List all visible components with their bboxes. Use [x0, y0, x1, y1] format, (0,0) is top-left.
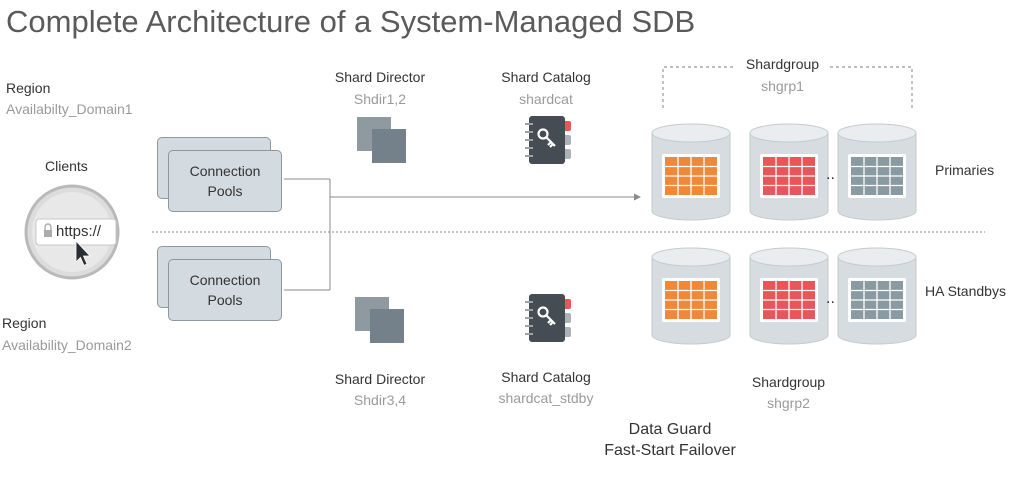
- shard-database-standby-red-icon: [749, 247, 829, 345]
- connection-pool-bottom: Connection Pools: [168, 259, 282, 321]
- primaries-label: Primaries: [935, 162, 995, 178]
- shardgroup-bracket: [662, 66, 913, 108]
- ha-standbys-label: HA Standbys: [925, 283, 1006, 299]
- shardgroup-label-bottom: Shardgroup: [751, 374, 826, 390]
- shard-director-icon-bottom: [355, 297, 404, 343]
- shard-director-name-bottom: Shdir3,4: [353, 392, 407, 408]
- dataguard-label: Data Guard: [628, 421, 712, 438]
- shard-catalog-icon-bottom: [525, 294, 571, 342]
- standbys-ellipsis: ..: [826, 290, 835, 307]
- shard-catalog-label-top: Shard Catalog: [501, 69, 591, 85]
- shard-database-standby-gray-icon: [837, 247, 917, 345]
- client-globe-icon: [24, 184, 120, 280]
- region-label-top: Region: [6, 80, 51, 96]
- shard-catalog-label-bottom: Shard Catalog: [501, 369, 591, 385]
- shard-database-primary-red-icon: [749, 123, 829, 221]
- primaries-ellipsis: ..: [826, 166, 835, 183]
- connector-lines: [284, 178, 635, 291]
- shardgroup-label-top: Shardgroup: [745, 56, 820, 72]
- client-url-text: https://: [56, 223, 102, 240]
- shard-director-name-top: Shdir1,2: [353, 91, 407, 107]
- shard-director-label-bottom: Shard Director: [334, 371, 426, 387]
- arrow-head-icon: [634, 193, 641, 201]
- region-name-top: Availabilty_Domain1: [6, 101, 133, 117]
- shard-director-icon-top: [357, 117, 406, 163]
- shardgroup-name-top: shgrp1: [761, 78, 804, 94]
- shard-catalog-name-top: shardcat: [519, 91, 573, 107]
- connection-pool-top: Connection Pools: [168, 150, 282, 212]
- shard-database-primary-orange-icon: [651, 123, 731, 221]
- region-label-bottom: Region: [2, 315, 47, 331]
- connection-pool-top-label: Connection Pools: [189, 163, 261, 199]
- page-title: Complete Architecture of a System-Manage…: [6, 4, 696, 39]
- shard-database-standby-orange-icon: [651, 247, 731, 345]
- shard-catalog-icon-top: [525, 116, 571, 164]
- shardgroup-name-bottom: shgrp2: [767, 395, 810, 411]
- dataguard-failover-label: Fast-Start Failover: [604, 442, 736, 459]
- shard-catalog-name-bottom: shardcat_stdby: [498, 390, 594, 406]
- cursor-icon: [75, 239, 91, 267]
- connection-pool-bottom-label: Connection Pools: [189, 272, 261, 308]
- clients-label: Clients: [45, 158, 88, 174]
- region-name-bottom: Availability_Domain2: [2, 337, 132, 353]
- shard-database-primary-gray-icon: [837, 123, 917, 221]
- shard-director-label-top: Shard Director: [334, 69, 426, 85]
